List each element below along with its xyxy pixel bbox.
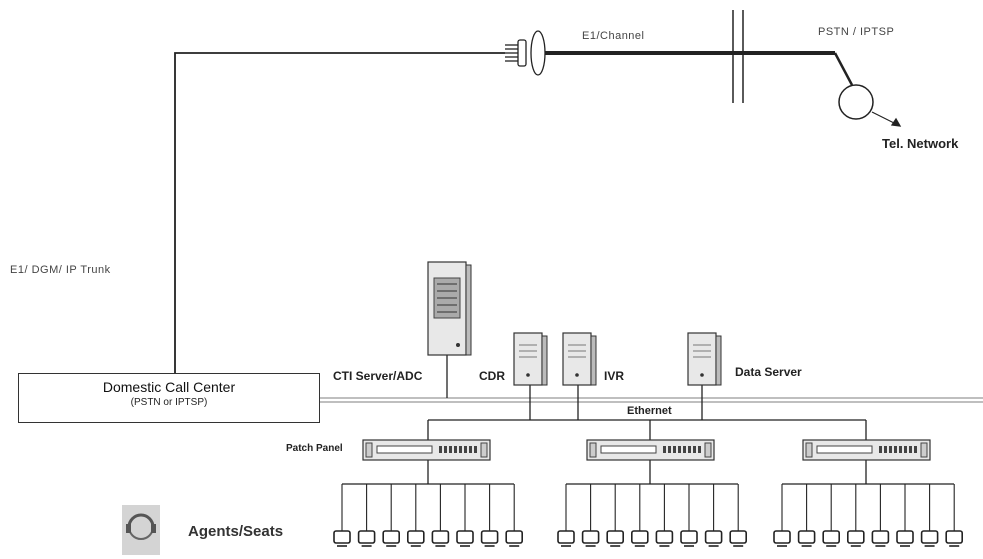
agent-seat-icon — [456, 530, 474, 547]
agent-seat-icon — [704, 530, 723, 547]
agent-seat-icon — [846, 530, 865, 547]
ivr-label: IVR — [604, 369, 625, 383]
agents-seats-label: Agents/Seats — [188, 523, 284, 540]
agent-seat-icon — [920, 530, 939, 547]
agent-seat-icon — [480, 530, 499, 547]
agent-seat-icon — [606, 530, 625, 547]
cdr-server-icon — [513, 332, 548, 386]
agent-seat-icon — [431, 530, 450, 547]
agent-seat-icon — [896, 530, 914, 547]
ethernet-label: Ethernet — [627, 405, 672, 417]
patch-panel-icon — [802, 439, 931, 461]
agent-seat-icon — [655, 530, 674, 547]
agent-seat-icon — [630, 530, 649, 547]
cti-server-label: CTI Server/ADC — [333, 369, 423, 383]
agent-seat-icon — [797, 530, 816, 547]
agent-seat-icon — [680, 530, 698, 547]
agent-seat-icon — [505, 530, 524, 547]
agent-seat-icon — [945, 530, 964, 547]
patch-panel-label: Patch Panel — [286, 443, 343, 454]
agent-seat-icon — [357, 530, 376, 547]
patch-panel-icon — [362, 439, 491, 461]
trunk-label: E1/ DGM/ IP Trunk — [10, 264, 111, 276]
tel-network-label: Tel. Network — [882, 136, 959, 151]
patch-panel-icon — [586, 439, 715, 461]
agent-seat-icon — [382, 530, 401, 547]
telephone-network-icon — [838, 84, 874, 120]
agent-seat-icon — [729, 530, 748, 547]
agent-seat-icon — [822, 530, 841, 547]
call-center-title: Domestic Call Center — [102, 379, 236, 395]
call-center-subtitle: (PSTN or IPTSP) — [130, 397, 208, 408]
seat-group — [333, 483, 524, 547]
seat-group — [557, 483, 748, 547]
cdr-label: CDR — [479, 369, 505, 383]
domestic-call-center-box: Domestic Call Center (PSTN or IPTSP) — [18, 373, 320, 423]
headset-agent-icon — [122, 505, 160, 555]
e1-channel-label: E1/Channel — [582, 30, 645, 42]
agent-seat-icon — [333, 530, 351, 547]
agent-seat-icon — [406, 530, 425, 547]
data-server-label: Data Server — [735, 365, 802, 379]
agent-seat-icon — [871, 530, 890, 547]
cti-server-icon — [427, 261, 472, 356]
pstn-iptsp-label: PSTN / IPTSP — [818, 26, 895, 38]
agent-seat-icon — [557, 530, 575, 547]
trunk-connector — [505, 30, 546, 76]
agent-seat-icon — [581, 530, 600, 547]
trunk-line — [174, 52, 505, 373]
agent-seat-icon — [773, 530, 791, 547]
ivr-server-icon — [562, 332, 597, 386]
seat-group — [773, 483, 964, 547]
data-server-icon — [687, 332, 722, 386]
